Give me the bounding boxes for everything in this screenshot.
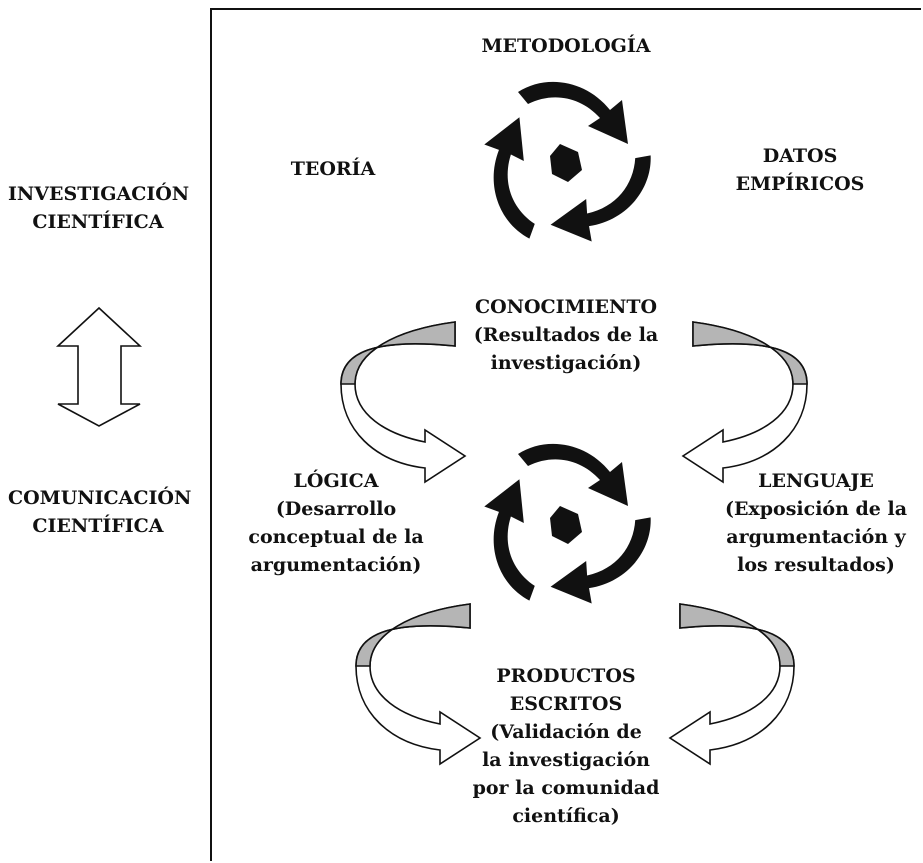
lenguaje-label: LENGUAJE (Exposición de la argumentación…	[724, 470, 908, 576]
double-arrow-icon	[55, 306, 143, 427]
comunicacion-cientifica-label: COMUNICACIÓN CIENTÍFICA	[8, 487, 192, 537]
teoria-label: TEORÍA	[290, 158, 376, 180]
conocimiento-label: CONOCIMIENTO (Resultados de la investiga…	[473, 296, 659, 374]
datos-empiricos-label: DATOS EMPÍRICOS	[735, 145, 865, 195]
curved-arrow-icon-upper-right	[682, 321, 808, 483]
bottom-cycle-arrows-icon	[466, 444, 660, 618]
productos-escritos-label: PRODUCTOS ESCRITOS (Validación de la inv…	[472, 665, 660, 827]
curved-arrow-icon-upper-left	[340, 321, 466, 483]
logica-label: LÓGICA (Desarrollo conceptual de la argu…	[248, 470, 424, 576]
investigacion-cientifica-label: INVESTIGACIÓN CIENTÍFICA	[8, 183, 190, 233]
metodologia-label: METODOLOGÍA	[481, 35, 651, 57]
curved-arrow-icon-lower-right	[669, 603, 795, 765]
diagram-frame	[210, 8, 921, 861]
top-cycle-arrows-icon	[466, 82, 660, 256]
